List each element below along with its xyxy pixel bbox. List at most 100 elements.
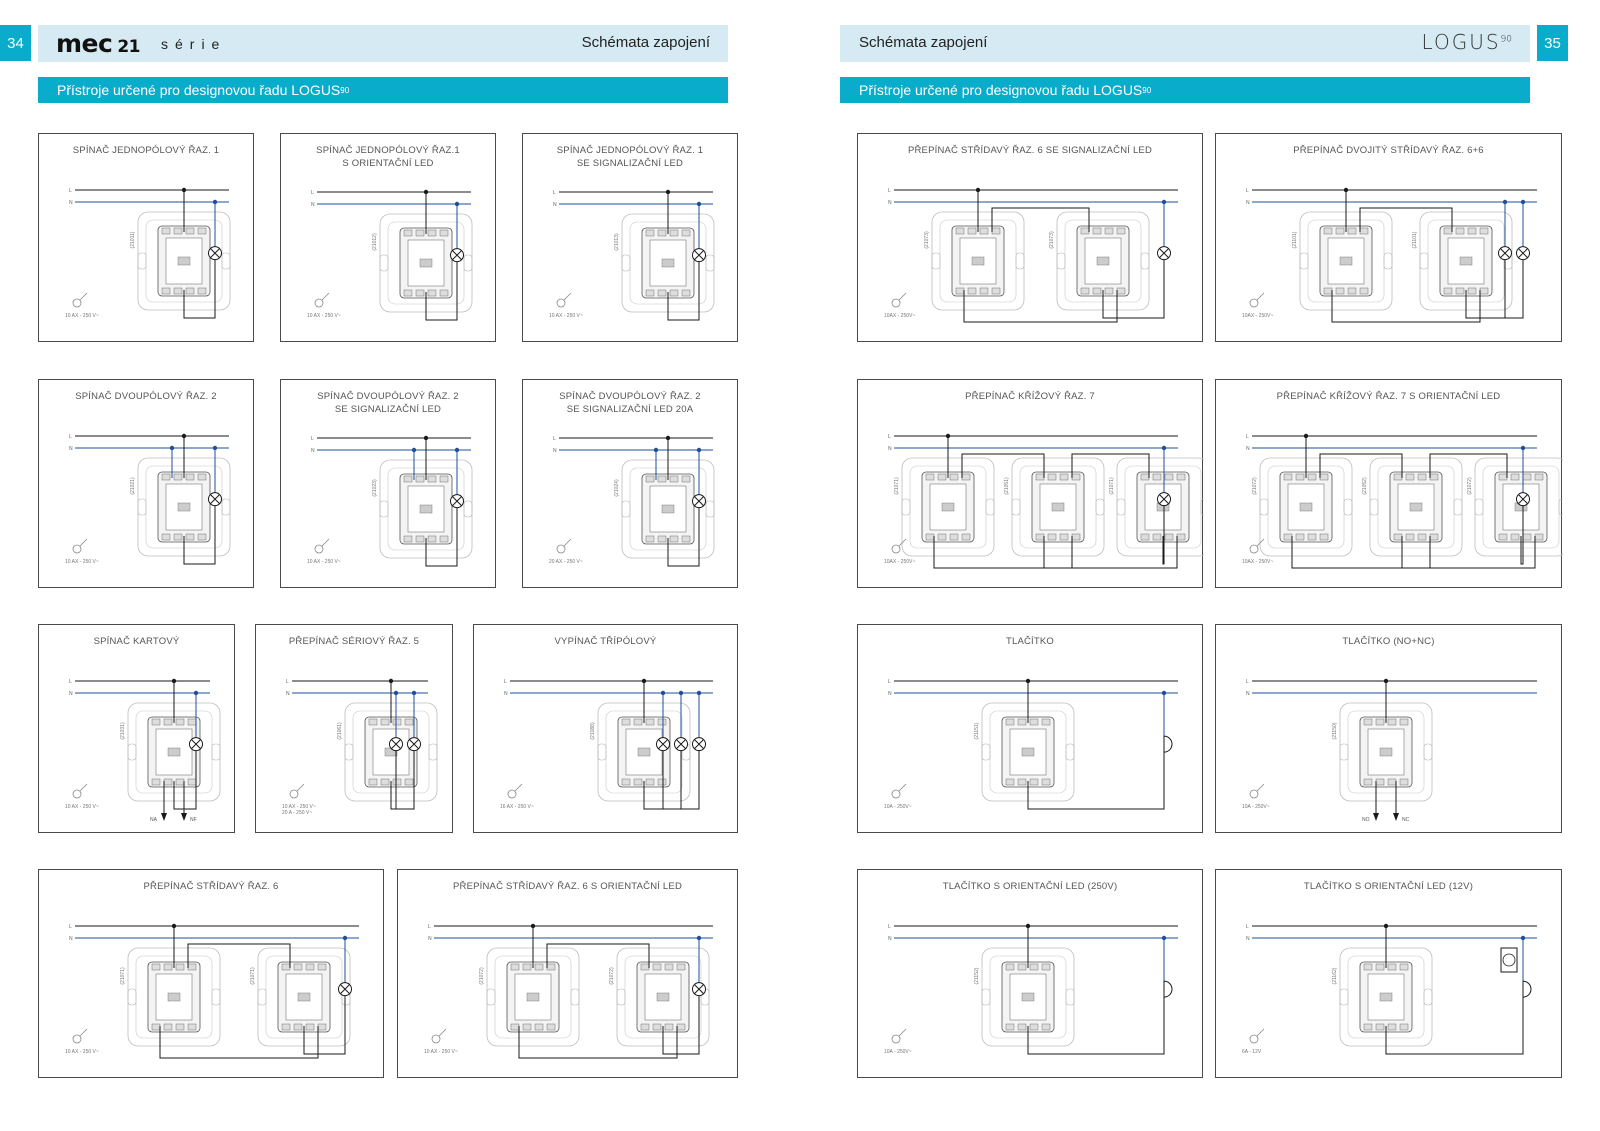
switch-symbol-icon: [72, 538, 88, 554]
line-label-l: L: [69, 924, 72, 930]
rating-label: 10 AX - 250 V~: [65, 804, 99, 810]
line-label-l: L: [553, 436, 556, 442]
arrow-down-icon: [1373, 781, 1379, 821]
wiring-diagram: LN(21072)(21052)(21072): [1246, 433, 1563, 569]
lamp-icon: [1516, 492, 1530, 507]
wiring-diagram: LN(21023): [311, 435, 473, 567]
switch-mechanism: [379, 459, 473, 559]
switch-symbol-icon: [72, 292, 88, 308]
lamp-icon: [1157, 492, 1171, 507]
product-code: (21071): [1109, 477, 1115, 495]
product-code: (21101): [1412, 231, 1418, 248]
panel-title: TLAČÍTKO S ORIENTAČNÍ LED (250V): [942, 881, 1118, 892]
panel-title: PŘEPÍNAČ KŘÍŽOVÝ ŘAZ. 7 S ORIENTAČNÍ LED: [1276, 391, 1501, 402]
switch-mechanism: [137, 457, 231, 557]
lamp-icon: [208, 492, 222, 507]
switch-symbol-icon: [314, 538, 330, 554]
terminal-label: NA: [150, 817, 158, 823]
rating-label: 16 AX - 250 V~: [500, 804, 534, 810]
line-label-l: L: [888, 434, 891, 440]
switch-mechanism: [621, 213, 715, 313]
line-label-l: L: [311, 436, 314, 442]
switch-mechanism: [901, 457, 995, 557]
switch-symbol-icon: [1249, 292, 1265, 308]
line-label-l: L: [428, 924, 431, 930]
panel-title: TLAČÍTKO S ORIENTAČNÍ LED (12V): [1303, 881, 1474, 892]
rating-label: 10 AX - 250 V~: [307, 313, 341, 319]
product-code: (21072): [1467, 477, 1473, 495]
rating-label: 10 AX - 250 V~: [65, 313, 99, 319]
lamp-icon: [1498, 246, 1512, 261]
rating-label: 10AX - 250V~: [884, 313, 916, 319]
lamp-icon: [692, 737, 706, 752]
page-number-left: 34: [0, 25, 31, 61]
panel-title: PŘEPÍNAČ STŘÍDAVÝ ŘAZ. 6 S ORIENTAČNÍ LE…: [452, 881, 683, 892]
terminal-label: NC: [1402, 817, 1410, 823]
switch-symbol-icon: [891, 538, 907, 554]
line-label-l: L: [1246, 679, 1249, 685]
switch-symbol-icon: [891, 1028, 907, 1044]
line-label-l: L: [311, 190, 314, 196]
line-label-l: L: [553, 190, 556, 196]
wiring-diagram: LN(21073)(21073): [888, 187, 1178, 323]
product-code: (21072): [609, 967, 615, 985]
panel-title: PŘEPÍNAČ SÉRIOVÝ ŘAZ. 5: [288, 636, 420, 647]
product-code: (21073): [1049, 231, 1055, 249]
switch-mechanism: [127, 702, 221, 802]
line-label-l: L: [888, 188, 891, 194]
rating-label: 20 AX - 250 V~: [549, 559, 583, 565]
lamp-icon: [389, 737, 403, 752]
header-bar-right: Schémata zapojení LOGUS90: [840, 25, 1530, 62]
lamp-icon: [450, 494, 464, 509]
switch-mechanism: [1419, 211, 1513, 311]
arrow-down-icon: [1393, 781, 1399, 821]
page-number-right: 35: [1537, 25, 1568, 61]
wiring-diagram: LN(21151): [888, 678, 1178, 810]
wiring-diagram: LN(21152): [888, 923, 1178, 1055]
lamp-icon: [338, 982, 352, 997]
line-label-n: N: [311, 202, 315, 208]
product-code: (21013): [614, 233, 620, 251]
switch-symbol-icon: [289, 783, 305, 799]
switch-mechanism: [1369, 457, 1463, 557]
rating-label: 10 AX - 250 V~: [549, 313, 583, 319]
bell-icon: [1163, 980, 1173, 998]
product-code: (21072): [1252, 477, 1258, 495]
switch-mechanism: [1259, 457, 1353, 557]
rating-label: 10 AX - 250 V~: [424, 1049, 458, 1055]
panel-title: PŘEPÍNAČ KŘÍŽOVÝ ŘAZ. 7: [965, 391, 1095, 402]
rating-label: 6A - 12V: [1242, 1049, 1262, 1055]
product-code: (21072): [479, 967, 485, 985]
product-code: (21073): [924, 231, 930, 249]
line-label-n: N: [286, 691, 290, 697]
switch-symbol-icon: [891, 292, 907, 308]
switch-mechanism: [486, 947, 580, 1047]
series-label: série: [161, 36, 227, 52]
line-label-l: L: [69, 434, 72, 440]
line-label-l: L: [1246, 434, 1249, 440]
switch-mechanism: [344, 702, 438, 802]
switch-symbol-icon: [1249, 1028, 1265, 1044]
rating-label: 10AX - 250V~: [1242, 313, 1274, 319]
lamp-icon: [692, 494, 706, 509]
wiring-diagram: LN(21011): [69, 187, 231, 319]
rating-label: 10A - 250V~: [884, 1049, 912, 1055]
line-label-l: L: [504, 679, 507, 685]
